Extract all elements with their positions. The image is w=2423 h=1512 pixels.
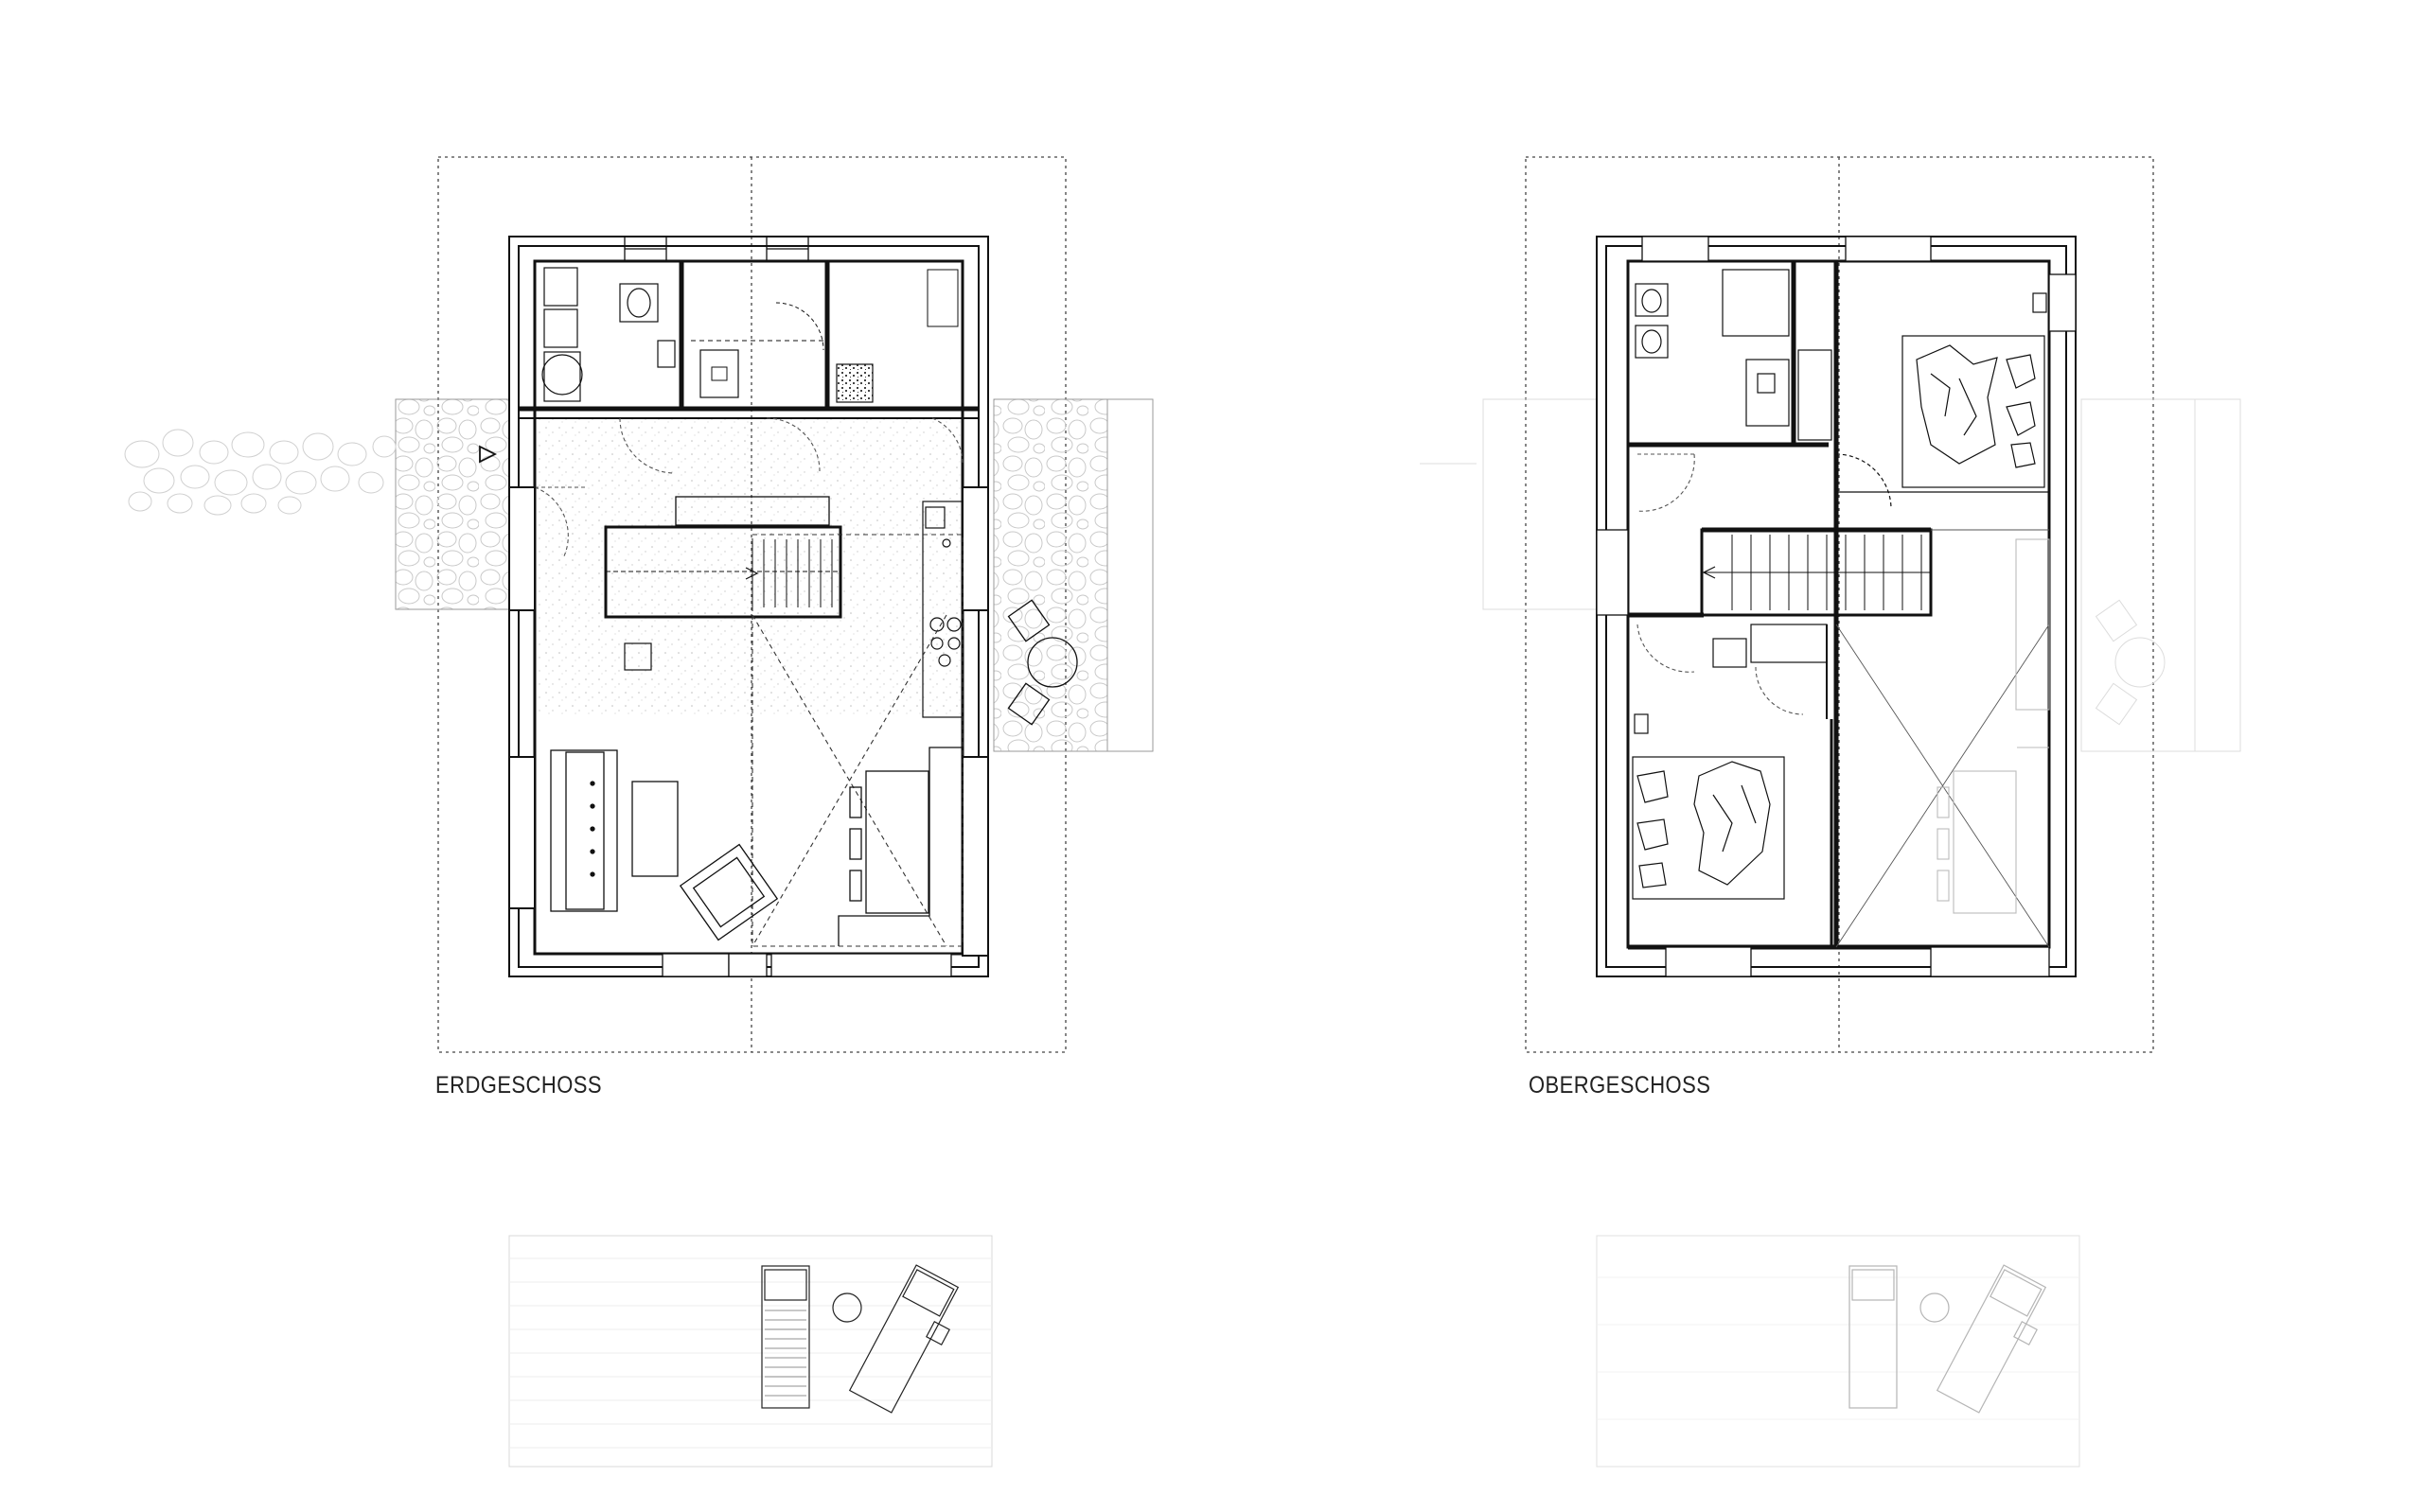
bedroom-1 (1835, 292, 2047, 510)
floor-label-obergeschoss: OBERGESCHOSS (1529, 1072, 1711, 1099)
terrace-east (993, 398, 1154, 752)
void-lines-upper (1835, 529, 2050, 948)
terrace-below-upper (1420, 398, 2241, 752)
entry-arrow-icon (479, 445, 498, 464)
service-rooms (519, 261, 979, 419)
door-swings-upper (1636, 453, 1804, 715)
living-furniture (550, 747, 963, 946)
bathroom-upper (1635, 269, 1832, 441)
west-openings (508, 486, 536, 909)
erdgeschoss-plan (124, 156, 1154, 1468)
east-openings (962, 486, 989, 957)
door-swings (534, 417, 964, 559)
bedroom-2 (1632, 713, 1785, 900)
north-windows (624, 236, 809, 262)
lounge-area-ground (508, 1235, 993, 1468)
stair-ground (604, 496, 842, 619)
void-lines-ground (752, 534, 964, 947)
terrace-furniture-east (1007, 599, 1078, 726)
south-windows (662, 953, 952, 977)
obergeschoss-plan (1420, 156, 2241, 1468)
interior-walls-upper (1628, 261, 2049, 950)
roof-outline-upper (1525, 156, 2154, 1053)
floor-label-erdgeschoss: ERDGESCHOSS (435, 1072, 602, 1099)
stair-upper (1700, 528, 1933, 668)
lounge-area-upper (1596, 1235, 2080, 1468)
upper-windows (1596, 236, 2077, 977)
terrace-west (124, 398, 510, 610)
dining-below-upper (1937, 538, 2050, 914)
